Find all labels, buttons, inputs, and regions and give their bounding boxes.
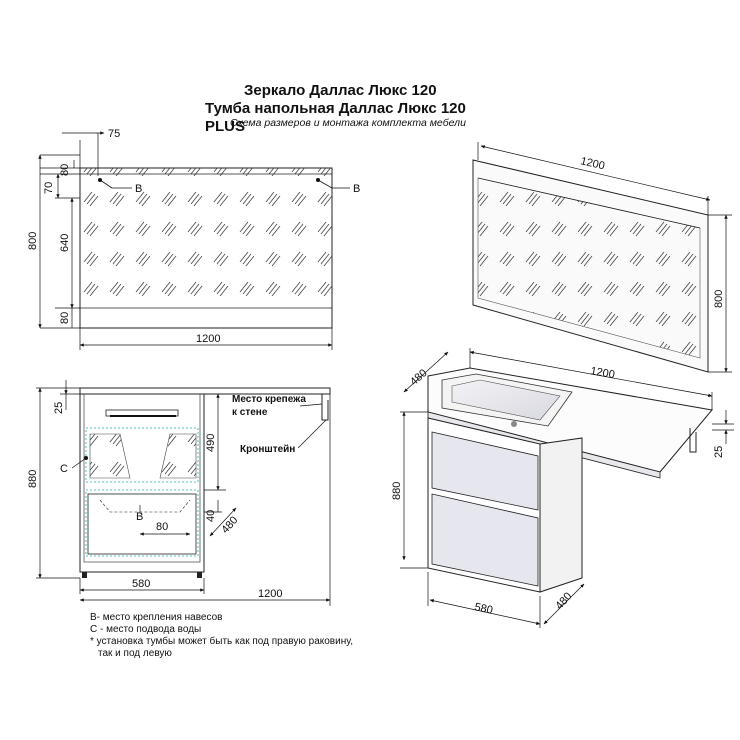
cabinet-front-dim-580: 580 xyxy=(132,578,150,590)
label-bracket: Кронштейн xyxy=(240,444,295,455)
cabinet-front-dim-40: 40 xyxy=(205,510,217,522)
cabinet-front-dim-80: 80 xyxy=(156,521,168,533)
cabinet-iso-view: 480 1200 880 25 580 480 xyxy=(391,348,734,628)
mirror-front-mark-b-right: B xyxy=(353,183,360,195)
mirror-front-dim-80-bottom: 80 xyxy=(59,312,71,324)
mirror-iso-view: 1200 800 xyxy=(472,142,732,373)
mirror-front-dim-800: 800 xyxy=(27,232,39,250)
cabinet-front-mark-c: C xyxy=(60,463,68,475)
subtitle: Схема размеров и монтажа комплекта мебел… xyxy=(230,117,466,129)
note-line-4: так и под левую xyxy=(98,648,172,659)
cabinet-front-dim-880: 880 xyxy=(27,470,39,488)
cabinet-iso-dim-1200: 1200 xyxy=(589,365,615,381)
mirror-front-dim-75: 75 xyxy=(108,128,120,140)
cabinet-front-dim-490: 490 xyxy=(205,434,217,452)
cabinet-iso-dim-25: 25 xyxy=(713,446,725,458)
mirror-front-view: B B 75 80 70 800 640 80 1200 xyxy=(27,128,360,350)
mirror-front-mark-b-left: B xyxy=(135,183,142,195)
mirror-front-dim-640: 640 xyxy=(59,234,71,252)
mirror-iso-dim-1200: 1200 xyxy=(579,155,606,172)
cabinet-front-dim-480: 480 xyxy=(219,514,240,536)
mirror-iso-dim-800: 800 xyxy=(713,290,725,308)
cabinet-front-view: C B 880 25 490 40 480 80 580 xyxy=(27,380,331,606)
label-mount-line2: к стене xyxy=(232,407,268,418)
title-line-1: Зеркало Даллас Люкс 120 xyxy=(244,82,437,99)
mirror-front-dim-80-top: 80 xyxy=(59,164,71,176)
title-line-2: Тумба напольная Даллас Люкс 120 PLUS xyxy=(205,100,466,135)
mirror-front-dim-70: 70 xyxy=(43,182,55,194)
cabinet-front-dim-25: 25 xyxy=(53,402,65,414)
cabinet-iso-dim-880: 880 xyxy=(391,482,403,500)
cabinet-iso-dim-580: 580 xyxy=(473,601,493,617)
cabinet-iso-dim-480-bottom: 480 xyxy=(553,590,574,612)
cabinet-front-dim-1200: 1200 xyxy=(258,588,282,600)
note-line-1: B- место крепления навесов xyxy=(90,612,223,623)
mirror-front-dim-1200: 1200 xyxy=(196,333,220,345)
note-line-3: * установка тумбы может быть как под пра… xyxy=(90,636,353,647)
note-line-2: C - место подвода воды xyxy=(90,624,202,635)
cabinet-front-mark-b: B xyxy=(136,511,143,523)
label-mount-line1: Место крепежа xyxy=(232,394,306,405)
